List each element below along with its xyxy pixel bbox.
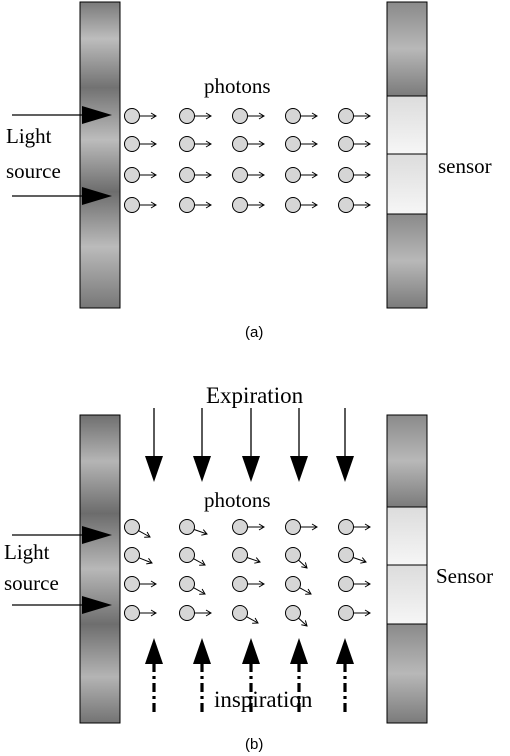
photon-b-r4-c5 [338,605,371,621]
photon-a-r4-c4 [285,197,318,213]
sensor-label-b: Sensor [436,564,493,588]
sensor-column-bottom-a [386,213,428,309]
caption-b: (b) [245,736,263,753]
photon-a-r4-c2 [179,197,212,213]
photon-a-r1-c5 [338,108,371,124]
expiration-label: Expiration [206,383,304,408]
photon-b-r1-c2 [179,519,208,536]
inspiration-arrow-2 [193,638,211,712]
inspiration-arrow-1 [145,638,163,712]
photon-a-r1-c2 [179,108,212,124]
sensor-cell-2-b [386,564,428,625]
photon-b-r4-c1 [124,605,157,621]
photon-b-r3-c5 [338,576,371,592]
sensor-column-bottom-b [386,623,428,724]
photon-a-r2-c1 [124,136,157,152]
photon-b-r1-c1 [124,519,151,538]
photon-b-r1-c4 [285,519,318,535]
light-arrow-2-b [12,596,112,614]
expiration-arrow-1 [145,408,163,482]
photon-b-r4-c2 [179,605,212,621]
caption-a: (a) [245,324,263,341]
photon-a-r2-c2 [179,136,212,152]
inspiration-arrow-3 [242,638,260,712]
sensor-cell-2-a [386,153,428,215]
photon-a-r3-c4 [285,167,318,183]
photon-b-r1-c5 [338,519,371,535]
photon-a-r3-c3 [232,167,265,183]
panel-a: Light source photons sensor (a) [6,1,492,341]
photon-a-r1-c3 [232,108,265,124]
photon-b-r3-c4 [285,576,312,595]
panel-b: Light source Expiration photons Sensor i… [4,383,493,753]
light-source-label-line1-b: Light [4,540,50,564]
photon-a-r3-c2 [179,167,212,183]
photon-b-r3-c2 [179,576,206,595]
sensor-label-a: sensor [438,154,492,178]
expiration-arrows [145,408,354,482]
photon-a-r1-c1 [124,108,157,124]
photon-grid-a [124,108,371,213]
light-arrow-1-b [12,526,112,544]
photon-b-r4-c4 [285,605,308,627]
photon-b-r2-c3 [232,547,261,564]
photon-a-r2-c5 [338,136,371,152]
light-source-label-line2-b: source [4,571,59,595]
left-wall-a [79,1,121,309]
inspiration-arrow-5 [336,638,354,712]
sensor-column-top-b [386,414,428,508]
photon-b-r3-c3 [232,576,265,592]
photon-b-r2-c2 [179,547,206,566]
light-arrow-1-a [12,106,112,124]
sensor-cell-1-a [386,95,428,155]
photon-grid-b [124,519,371,627]
photon-a-r4-c5 [338,197,371,213]
photon-a-r1-c4 [285,108,318,124]
photons-label-a: photons [204,74,271,98]
left-wall-b [79,414,121,724]
light-source-label-line1-a: Light [6,124,52,148]
photon-a-r2-c3 [232,136,265,152]
expiration-arrow-2 [193,408,211,482]
expiration-arrow-5 [336,408,354,482]
expiration-arrow-3 [242,408,260,482]
photon-b-r4-c3 [232,605,259,624]
photons-label-b: photons [204,488,271,512]
photon-a-r2-c4 [285,136,318,152]
sensor-column-top-a [386,1,428,97]
photon-a-r3-c5 [338,167,371,183]
photon-a-r3-c1 [124,167,157,183]
inspiration-arrows [145,638,354,712]
photon-a-r4-c1 [124,197,157,213]
inspiration-arrow-4 [290,638,308,712]
light-arrow-2-a [12,187,112,205]
photon-b-r2-c1 [124,547,153,565]
light-source-label-line2-a: source [6,159,61,183]
expiration-arrow-4 [290,408,308,482]
photon-b-r1-c3 [232,519,265,535]
photon-b-r2-c5 [338,547,367,564]
photon-a-r4-c3 [232,197,265,213]
inspiration-label: inspiration [214,687,313,712]
sensor-cell-1-b [386,506,428,566]
photon-b-r2-c4 [285,547,308,569]
photon-b-r3-c1 [124,576,157,592]
